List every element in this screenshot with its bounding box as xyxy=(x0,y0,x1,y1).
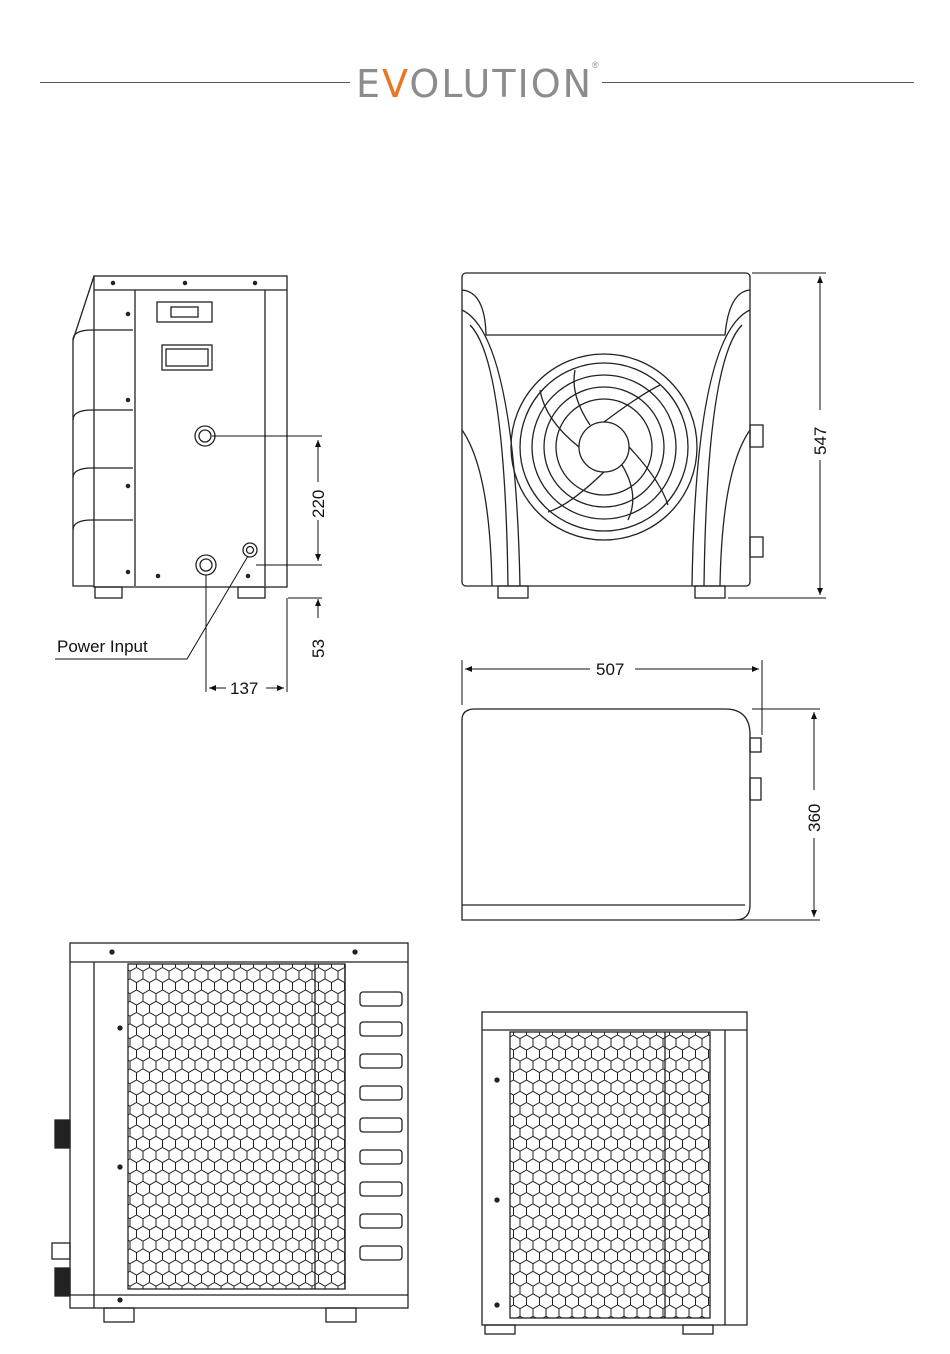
water-outlet-icon xyxy=(196,555,216,575)
top-dimension-lines xyxy=(462,660,820,920)
power-gland-icon xyxy=(243,543,257,557)
dim-137: 137 xyxy=(230,679,258,698)
power-input-label: Power Input xyxy=(57,637,148,656)
dim-220: 220 xyxy=(309,490,328,518)
coil-header-icon xyxy=(360,992,402,1260)
dim-507: 507 xyxy=(596,660,624,679)
top-view xyxy=(462,709,761,920)
dim-53: 53 xyxy=(309,639,328,658)
display-panel-icon xyxy=(157,302,212,322)
side-view xyxy=(73,276,287,598)
dim-360: 360 xyxy=(805,804,824,832)
rear-view xyxy=(52,943,408,1322)
front-view xyxy=(462,273,763,598)
fan-icon xyxy=(511,354,697,540)
side-grille-view xyxy=(482,1012,747,1334)
dim-547: 547 xyxy=(811,427,830,455)
